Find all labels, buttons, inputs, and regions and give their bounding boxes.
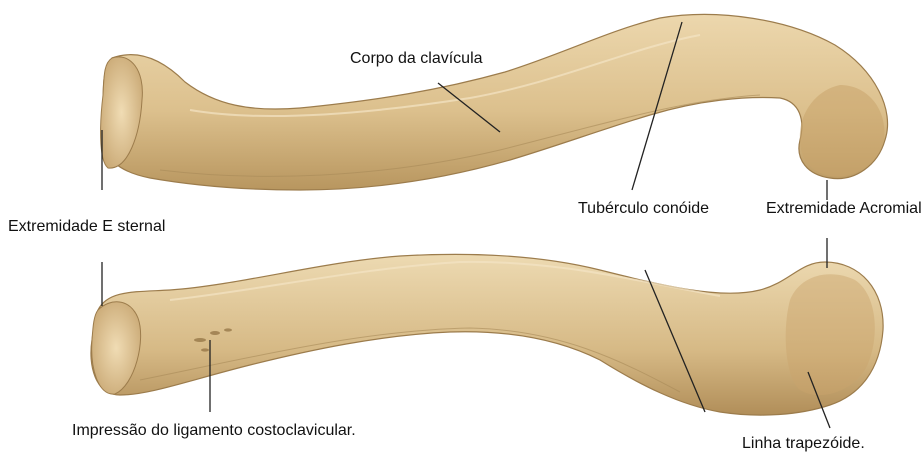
label-impressao-ligamento: Impressão do ligamento costoclavicular. <box>72 422 356 440</box>
label-extremidade-esternal: Extremidade E sternal <box>8 218 165 236</box>
label-corpo-da-clavicula: Corpo da clavícula <box>350 50 483 68</box>
upper-clavicle-body <box>103 14 888 190</box>
label-extremidade-acromial: Extremidade Acromial <box>766 200 922 218</box>
upper-clavicle <box>101 14 888 190</box>
label-linha-trapezoide: Linha trapezóide. <box>742 435 865 453</box>
label-tuberculo-conoide: Tubérculo conóide <box>578 200 709 218</box>
